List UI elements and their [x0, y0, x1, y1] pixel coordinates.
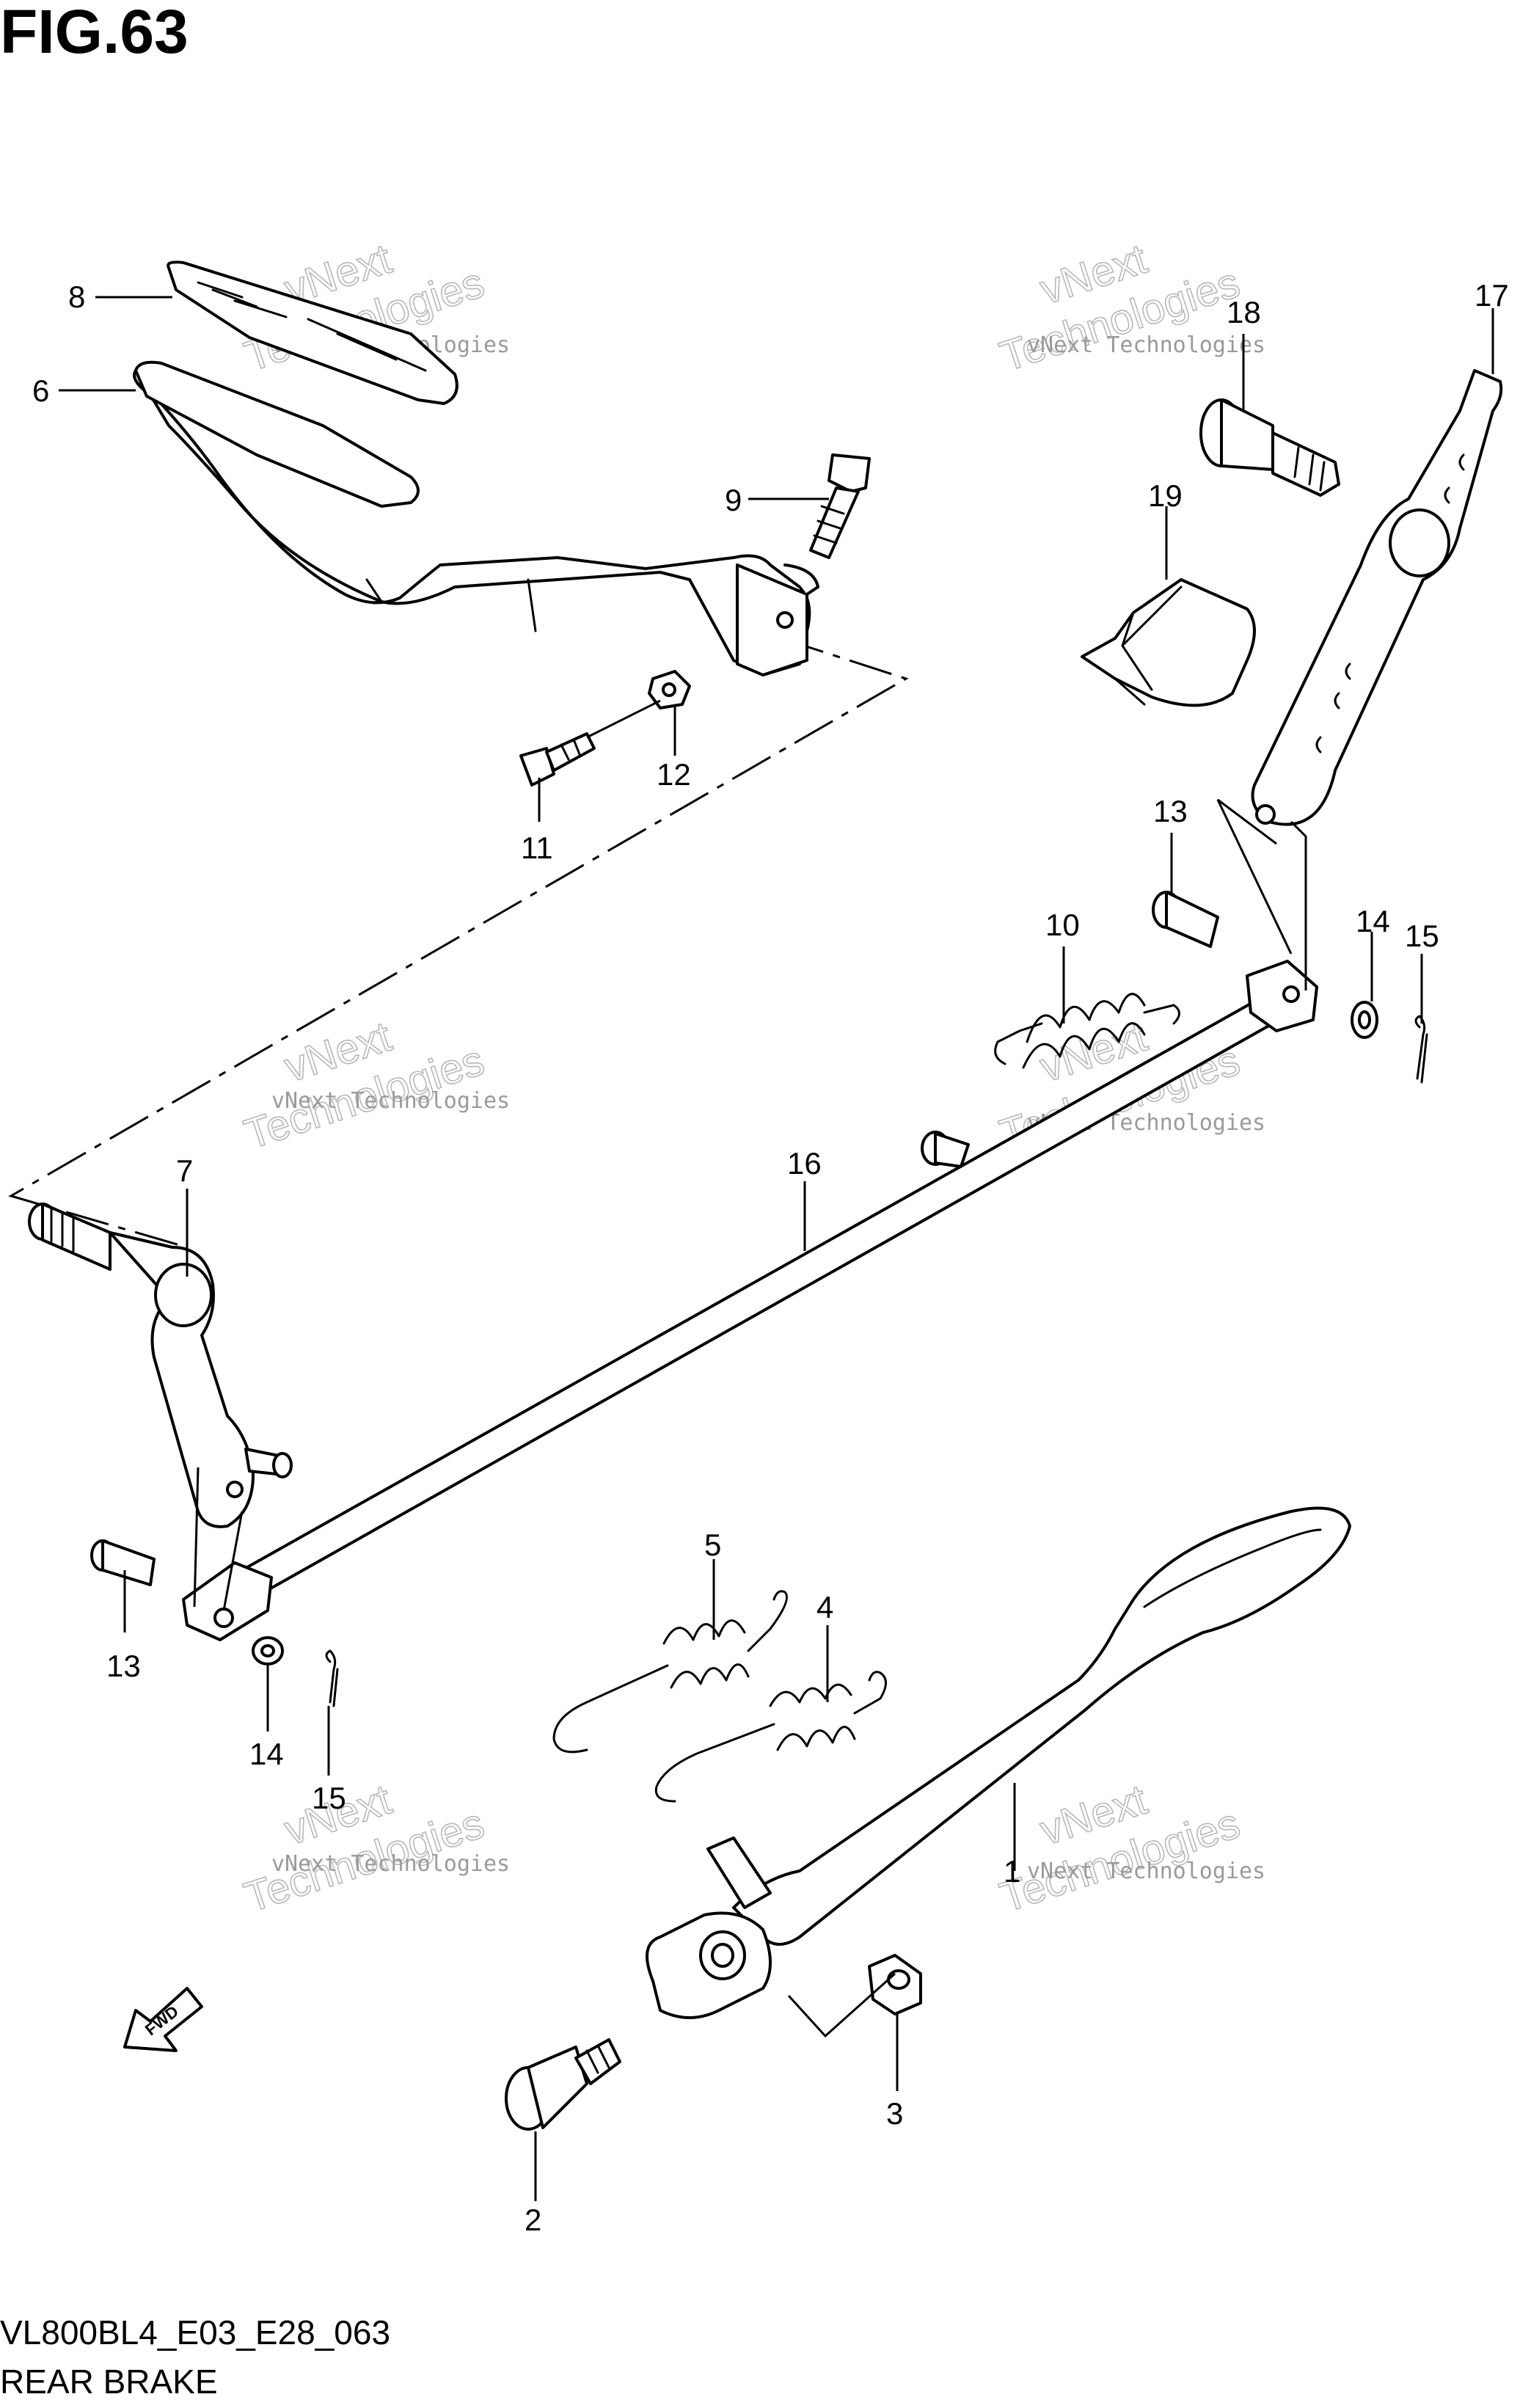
callout-15-upper: 15 — [1405, 919, 1439, 953]
part-1-side-stand — [646, 1506, 1351, 2019]
part-13-clevis-pin-upper — [1152, 891, 1219, 948]
part-5-spring — [552, 1590, 788, 1754]
callout-14-lower: 14 — [249, 1737, 284, 1771]
callout-19: 19 — [1148, 478, 1183, 513]
part-14-washer-upper — [1351, 1001, 1378, 1039]
callout-17: 17 — [1475, 278, 1509, 313]
watermark-text: vNext Technologies — [271, 1088, 510, 1114]
callout-1: 1 — [1004, 1854, 1020, 1889]
assembly-guide-line — [8, 637, 909, 1249]
callout-14-upper: 14 — [1356, 904, 1390, 938]
part-6-pedal — [133, 360, 819, 676]
part-4-spring — [654, 1671, 887, 1803]
callout-5: 5 — [704, 1528, 721, 1562]
callout-11: 11 — [521, 831, 553, 865]
model-code: VL800BL4_E03_E28_063 — [0, 2313, 390, 2352]
part-17-brake-arm — [1251, 369, 1503, 826]
callout-labels: 8 6 9 12 11 18 17 19 13 10 14 15 16 7 5 … — [32, 278, 1509, 2237]
callout-12: 12 — [657, 757, 691, 792]
part-9-bolt — [809, 453, 871, 559]
fwd-arrow-icon: FWD — [123, 1987, 203, 2052]
callout-13-lower: 13 — [106, 1649, 141, 1683]
part-7-shaft-lever — [28, 1203, 293, 1528]
callout-4: 4 — [816, 1590, 833, 1624]
callout-8: 8 — [68, 280, 85, 314]
callout-18: 18 — [1227, 295, 1261, 329]
callout-15-lower: 15 — [312, 1781, 346, 1815]
part-10-spring — [994, 993, 1180, 1069]
watermark-text: vNext Technologies — [1027, 1858, 1265, 1884]
part-13-clevis-pin-lower — [90, 1539, 156, 1586]
diagram-caption: REAR BRAKE — [0, 2363, 218, 2401]
part-16-brake-rod — [182, 960, 1318, 1641]
part-14-washer-lower — [252, 1636, 284, 1665]
part-18-pivot-bolt — [1199, 398, 1340, 497]
callout-13-upper: 13 — [1153, 794, 1188, 828]
leader-lines — [59, 296, 1494, 2201]
part-3-nut — [868, 1954, 922, 2015]
part-12-nut — [648, 670, 691, 709]
callout-16: 16 — [787, 1146, 822, 1181]
callout-7: 7 — [176, 1153, 193, 1188]
part-11-bolt — [519, 732, 596, 787]
part-15-cotter-pin-lower — [325, 1649, 339, 1707]
callout-9: 9 — [725, 483, 742, 517]
watermark-text: vNext Technologies — [271, 1851, 510, 1877]
part-8-pedal-rubber — [167, 260, 458, 405]
callout-6: 6 — [32, 373, 49, 408]
part-2-pivot-bolt — [505, 2038, 621, 2131]
part-19-boot — [1081, 578, 1256, 707]
figure-title: FIG.63 — [0, 0, 189, 66]
watermark-text: vNext Technologies — [1027, 332, 1265, 358]
callout-3: 3 — [886, 2096, 903, 2131]
callout-2: 2 — [525, 2203, 541, 2237]
part-15-cotter-pin-upper — [1414, 1015, 1428, 1084]
callout-10: 10 — [1045, 908, 1080, 942]
